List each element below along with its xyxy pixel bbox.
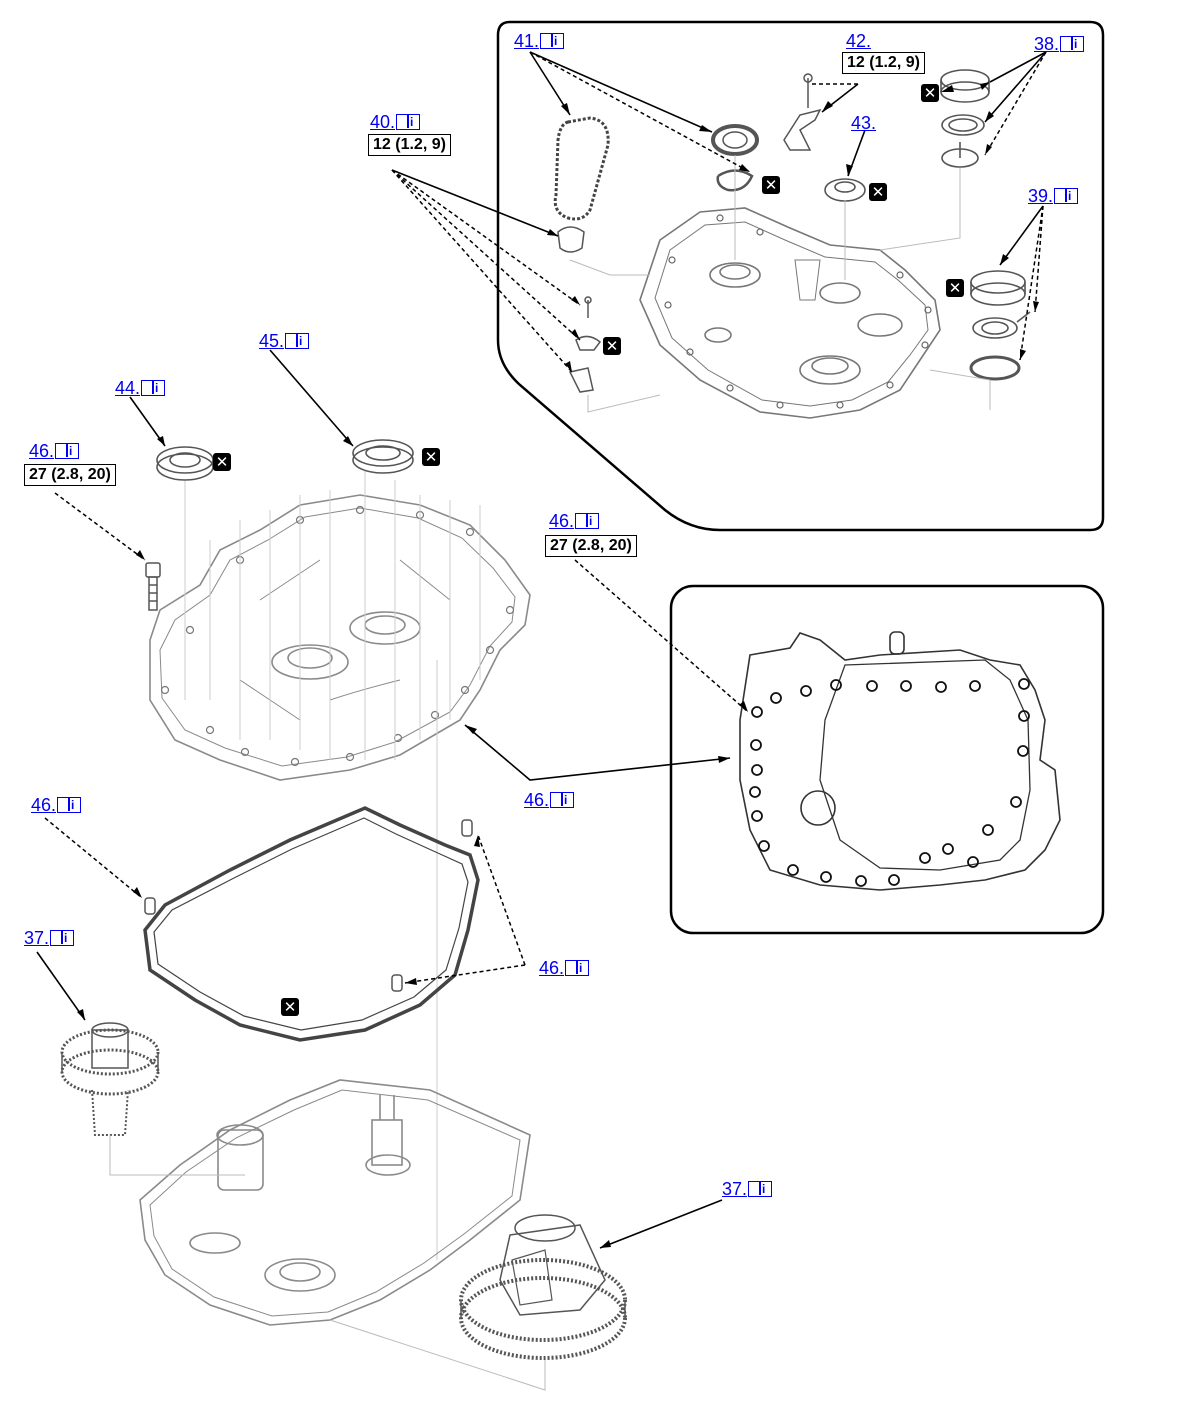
book-info-icon [285, 331, 310, 351]
part-37-differential [459, 1214, 627, 1360]
transmission-case-bottom [139, 1079, 531, 1326]
callout-46-label: 46. [31, 795, 57, 815]
alignment-lines-top [569, 155, 991, 413]
callout-39[interactable]: 39. [1028, 186, 1079, 206]
replace-part-icon: ✕ [603, 337, 621, 355]
book-info-icon [565, 958, 590, 978]
callout-41-label: 41. [514, 31, 540, 51]
inset-panel-bottom [669, 584, 1105, 935]
callout-46-label: 46. [549, 511, 575, 531]
part-46-bolt [145, 562, 161, 611]
callout-45[interactable]: 45. [259, 331, 310, 351]
callout-44[interactable]: 44. [115, 378, 166, 398]
book-info-icon [57, 795, 82, 815]
callout-46-label: 46. [29, 441, 55, 461]
callout-40-label: 40. [370, 112, 396, 132]
callout-43-label: 43. [851, 113, 877, 133]
callout-46-label: 46. [524, 790, 550, 810]
callout-45-label: 45. [259, 331, 285, 351]
housing-gasket [143, 806, 480, 1042]
callout-38-label: 38. [1034, 34, 1060, 54]
engine-housing-bolts [749, 678, 1030, 887]
replace-part-icon: ✕ [869, 183, 887, 201]
callout-46-inset[interactable]: 46. [549, 511, 600, 531]
part-42-bracket [783, 73, 822, 151]
callout-37-differential[interactable]: 37. [722, 1179, 773, 1199]
alignment-lines-bottom [109, 1135, 546, 1391]
leader-arrowheads [77, 82, 1009, 1248]
callout-46-bolt[interactable]: 46. [29, 441, 80, 461]
replace-part-icon: ✕ [921, 84, 939, 102]
callout-38[interactable]: 38. [1034, 34, 1085, 54]
part-37-shaft-gear [60, 1022, 160, 1136]
torque-spec-46-bolt: 27 (2.8, 20) [24, 464, 116, 486]
replace-part-icon: ✕ [213, 453, 231, 471]
torque-spec-42: 12 (1.2, 9) [842, 52, 925, 74]
housing-bolts-middle [160, 505, 515, 767]
torque-spec-40: 12 (1.2, 9) [368, 134, 451, 156]
replace-part-icon: ✕ [762, 176, 780, 194]
leader-arrowheads-dashed [133, 144, 1039, 985]
book-info-icon [550, 790, 575, 810]
transmission-housing-top [639, 207, 941, 419]
callout-46-label: 46. [539, 958, 565, 978]
inset-panel-top [496, 20, 1105, 532]
callout-39-label: 39. [1028, 186, 1054, 206]
leader-lines-dashed [44, 51, 1047, 984]
part-39-rings [969, 270, 1031, 381]
dowel-pins [144, 819, 473, 992]
clutch-housing-middle [149, 494, 531, 781]
book-info-icon [748, 1179, 773, 1199]
book-info-icon [396, 112, 421, 132]
callout-41[interactable]: 41. [514, 31, 565, 51]
callout-37-shaft[interactable]: 37. [24, 928, 75, 948]
callout-43[interactable]: 43. [851, 113, 876, 133]
torque-spec-46-inset: 27 (2.8, 20) [545, 535, 637, 557]
book-info-icon [141, 378, 166, 398]
book-info-icon [50, 928, 75, 948]
book-info-icon [1060, 34, 1085, 54]
leader-lines-solid [36, 51, 1047, 1249]
part-41-seal-set [553, 116, 759, 221]
callout-42-label: 42. [846, 31, 872, 51]
book-info-icon [1054, 186, 1079, 206]
book-info-icon [575, 511, 600, 531]
replace-part-icon: ✕ [281, 998, 299, 1016]
alignment-lines-middle [184, 470, 481, 1260]
callout-46-dowels-right[interactable]: 46. [539, 958, 590, 978]
callout-37-label: 37. [24, 928, 50, 948]
callout-44-label: 44. [115, 378, 141, 398]
housing-bolts-top [664, 214, 932, 409]
part-45-seal [352, 439, 414, 474]
engine-housing-outline [739, 631, 1061, 891]
replace-part-icon: ✕ [422, 448, 440, 466]
part-40-breather [557, 226, 602, 393]
callout-46-dowel-left[interactable]: 46. [31, 795, 82, 815]
callout-40[interactable]: 40. [370, 112, 421, 132]
part-44-seal [156, 446, 214, 481]
callout-37-label: 37. [722, 1179, 748, 1199]
part-43-cap [824, 178, 866, 202]
book-info-icon [540, 31, 565, 51]
replace-part-icon: ✕ [946, 279, 964, 297]
callout-42[interactable]: 42. [846, 31, 871, 51]
callout-46-housing[interactable]: 46. [524, 790, 575, 810]
book-info-icon [55, 441, 80, 461]
